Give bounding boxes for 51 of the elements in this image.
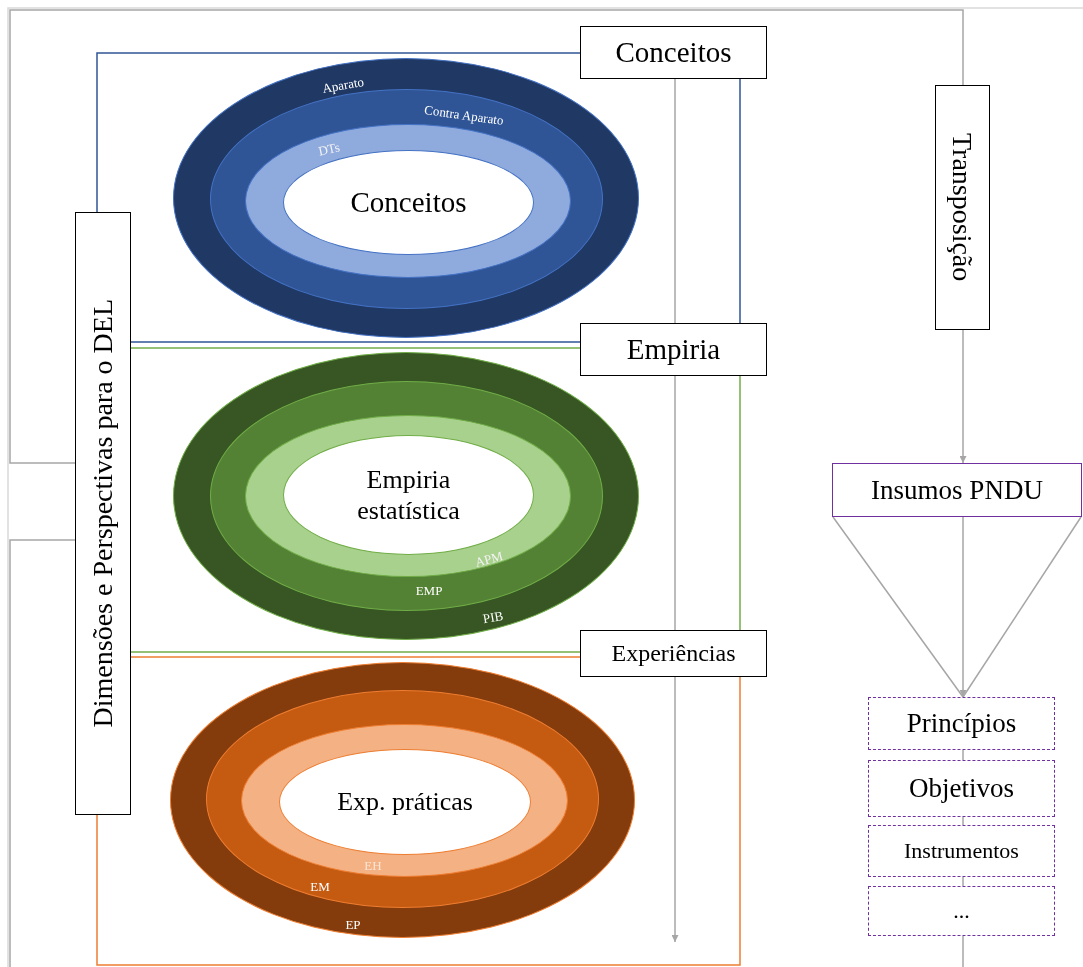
box-label: Experiências [611, 639, 736, 668]
box-label: Conceitos [615, 35, 732, 70]
connector-line [962, 876, 964, 887]
center-label: Exp. práticas [337, 786, 473, 818]
connector-line [962, 816, 964, 826]
center-label: Empiria estatística [356, 463, 461, 527]
ring-label: Contra Aparato [423, 103, 505, 127]
box-label: Princípios [906, 707, 1017, 740]
connector-line [962, 749, 964, 761]
label-box [580, 26, 767, 79]
connector-line [962, 935, 964, 967]
label-box [832, 463, 1082, 517]
connector-line [96, 676, 741, 966]
label-box [580, 323, 767, 376]
ring-label: EH [364, 858, 382, 872]
ring-label: EM [310, 879, 330, 893]
connector-line [130, 347, 581, 349]
ring-label: Aparato [321, 74, 365, 96]
box-label: Insumos PNDU [871, 473, 1043, 507]
connector-line [9, 9, 964, 464]
connector-line [9, 539, 76, 967]
center-label: Conceitos [350, 185, 467, 220]
label-box [75, 212, 131, 815]
ring-label: EP [345, 917, 361, 931]
box-label: ... [953, 897, 970, 925]
connector-line [130, 341, 581, 343]
box-label: Objetivos [909, 772, 1014, 805]
connector-line [130, 651, 581, 653]
connector-line [739, 375, 741, 631]
connector-line [130, 656, 581, 658]
box-label: Empiria [626, 332, 721, 367]
connector-line [739, 78, 741, 324]
ring-label: APM [473, 549, 505, 569]
box-label: Transposição [946, 133, 980, 282]
box-label: Instrumentos [904, 837, 1019, 865]
ring-label: DTs [317, 140, 341, 158]
connector-line [832, 516, 964, 698]
box-label: Dimensões e Perspectivas para o DEL [86, 299, 120, 728]
ring-label: EMP [415, 583, 443, 597]
connector-line [96, 52, 581, 213]
arrow [959, 516, 967, 698]
label-box [935, 85, 990, 330]
label-box [868, 760, 1055, 817]
label-box [868, 886, 1055, 936]
ring-label: PIB [481, 608, 505, 626]
label-box [580, 630, 767, 677]
arrow [671, 78, 679, 943]
arrow [959, 329, 967, 464]
label-box [868, 697, 1055, 750]
connector-line [962, 516, 1082, 698]
label-box [868, 825, 1055, 877]
